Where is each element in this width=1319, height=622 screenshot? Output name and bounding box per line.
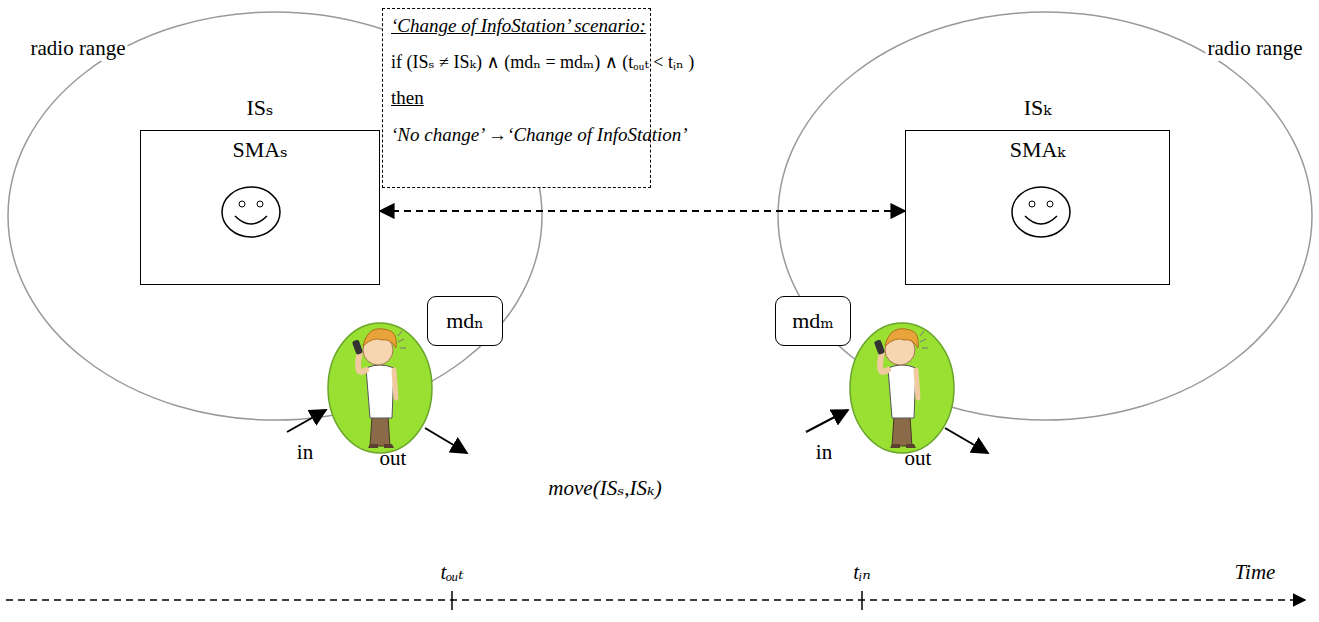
device-box: mdₘ [775,296,851,346]
time-tick [451,591,453,610]
in-arrow [806,410,848,432]
out-arrow [945,428,988,453]
device-box: mdₙ [427,296,503,346]
time-label: tᵢₙ [851,560,873,585]
device-name: mdₙ [446,308,484,334]
infostation-box: ISₛSMAₛ [140,130,380,285]
scenario-then: then [391,87,642,110]
agent-name: SMAₖ [1010,137,1066,163]
axis-label: Time [1233,560,1278,585]
infostation-box: ISₖSMAₖ [905,130,1170,285]
direction-label: out [378,446,409,471]
time-label: tₒᵤₜ [438,560,465,585]
agent-name: SMAₛ [232,137,287,163]
time-tick [861,591,863,610]
move-label: move(ISₛ,ISₖ) [546,476,663,501]
in-arrow [287,410,326,432]
mobile-user [850,323,954,453]
time-axis [6,599,1305,601]
agent-smiley [219,184,283,240]
scenario-box: ‘Change of InfoStation’ scenario: if (ISₛ… [382,8,651,188]
scenario-result: ‘No change’ →‘Change of InfoStation’ [391,124,642,147]
direction-label: out [903,446,934,471]
direction-label: in [814,440,834,465]
mobile-user [328,323,432,453]
station-name: ISₛ [247,95,274,121]
out-arrow [425,428,467,453]
range-label: radio range [1205,36,1304,61]
device-name: mdₘ [792,308,834,334]
station-name: ISₖ [1024,95,1052,121]
scenario-title: ‘Change of InfoStation’ scenario: [391,15,642,38]
scenario-condition: if (ISₛ ≠ ISₖ) ∧ (mdₙ = mdₘ) ∧ (tₒᵤₜ < t… [391,52,642,74]
range-label: radio range [28,36,127,61]
agent-smiley [1009,184,1073,240]
agent-link [380,210,905,212]
direction-label: in [295,440,315,465]
